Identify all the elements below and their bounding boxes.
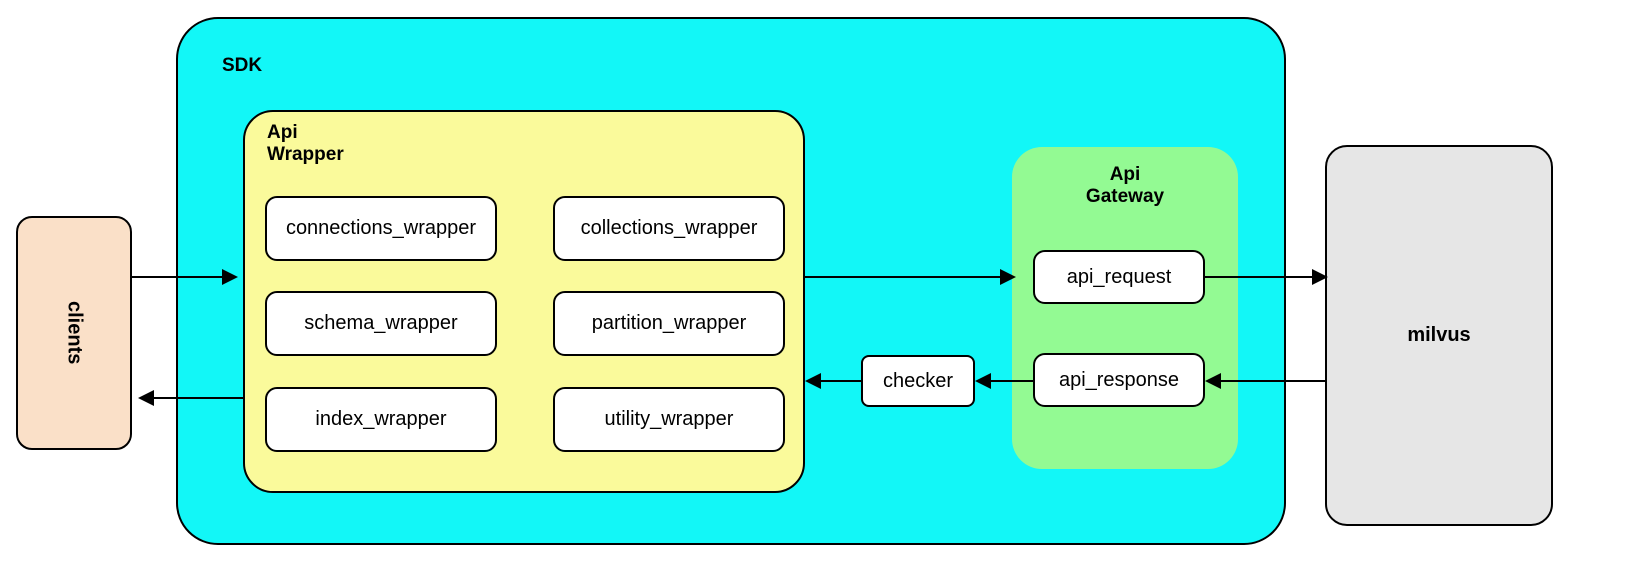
edge-checker-to-api-wrapper-line xyxy=(814,380,861,382)
edge-api-response-to-checker-arrowhead xyxy=(975,373,991,389)
api-gateway-container[interactable]: Api Gateway xyxy=(1012,147,1238,469)
edge-api-wrapper-to-clients-line xyxy=(152,397,244,399)
edge-api-request-to-milvus-arrowhead xyxy=(1312,269,1328,285)
module-label: index_wrapper xyxy=(315,408,447,430)
module-label: utility_wrapper xyxy=(604,408,734,430)
edge-milvus-to-api-response-arrowhead xyxy=(1205,373,1221,389)
edge-api-wrapper-to-api-request-line xyxy=(805,276,1005,278)
module-index-wrapper[interactable]: index_wrapper xyxy=(265,387,497,452)
clients-label: clients xyxy=(63,301,86,365)
module-collections-wrapper[interactable]: collections_wrapper xyxy=(553,196,785,261)
edge-clients-to-api-wrapper-arrowhead xyxy=(222,269,238,285)
module-label: connections_wrapper xyxy=(285,217,477,239)
module-label: collections_wrapper xyxy=(580,217,758,239)
edge-api-response-to-checker-line xyxy=(984,380,1033,382)
api-gateway-title: Api Gateway xyxy=(1085,164,1165,208)
milvus-label: milvus xyxy=(1407,324,1471,346)
api-wrapper-title: Api Wrapper xyxy=(267,122,344,166)
module-label: schema_wrapper xyxy=(304,312,458,334)
module-label: partition_wrapper xyxy=(591,312,747,334)
clients-node[interactable]: clients xyxy=(16,216,132,450)
edge-milvus-to-api-response-line xyxy=(1214,380,1325,382)
edge-api-wrapper-to-clients-arrowhead xyxy=(138,390,154,406)
milvus-node[interactable]: milvus xyxy=(1325,145,1553,526)
checker-label: checker xyxy=(882,369,954,392)
edge-clients-to-api-wrapper-line xyxy=(132,276,226,278)
checker-node[interactable]: checker xyxy=(861,355,975,407)
sdk-title: SDK xyxy=(222,55,263,76)
module-connections-wrapper[interactable]: connections_wrapper xyxy=(265,196,497,261)
api-response-label: api_response xyxy=(1058,368,1180,391)
edge-checker-to-api-wrapper-arrowhead xyxy=(805,373,821,389)
module-schema-wrapper[interactable]: schema_wrapper xyxy=(265,291,497,356)
module-partition-wrapper[interactable]: partition_wrapper xyxy=(553,291,785,356)
api-request-node[interactable]: api_request xyxy=(1033,250,1205,304)
api-response-node[interactable]: api_response xyxy=(1033,353,1205,407)
api-request-label: api_request xyxy=(1066,265,1172,288)
edge-api-wrapper-to-api-request-arrowhead xyxy=(1000,269,1016,285)
module-utility-wrapper[interactable]: utility_wrapper xyxy=(553,387,785,452)
edge-api-request-to-milvus-line xyxy=(1205,276,1318,278)
